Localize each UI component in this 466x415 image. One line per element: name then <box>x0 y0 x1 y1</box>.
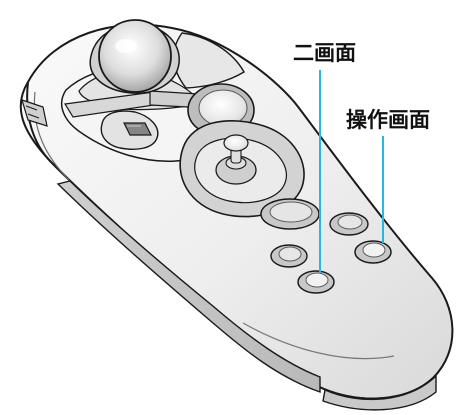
trackball <box>98 19 172 93</box>
dual-screen-label: 二画面 <box>293 41 356 65</box>
lower-buttons <box>242 198 395 360</box>
callout-lines <box>319 70 384 273</box>
operation-screen-label: 操作画面 <box>346 108 430 132</box>
middle-controls <box>100 83 305 218</box>
joystick-knob <box>223 134 249 152</box>
